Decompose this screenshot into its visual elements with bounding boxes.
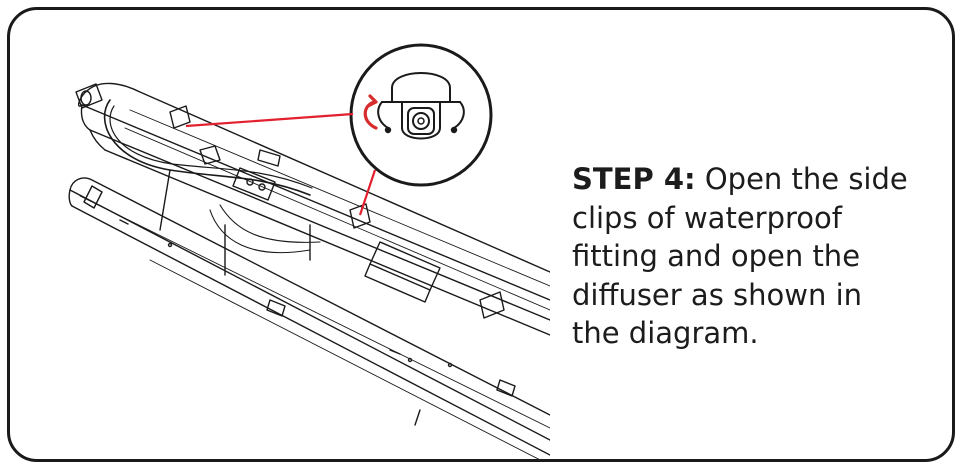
instruction-line-4: diffuser as shown in bbox=[572, 277, 862, 312]
diffuser bbox=[68, 177, 550, 459]
fitting-housing bbox=[75, 82, 550, 336]
instruction-line-3: fitting and open the bbox=[572, 239, 861, 274]
instruction-card: STEP 4: Open the side clips of waterproof… bbox=[7, 7, 955, 462]
callout-lines bbox=[185, 112, 377, 216]
step-instruction: STEP 4: Open the side clips of waterproof… bbox=[572, 160, 942, 353]
instruction-line-1: Open the side bbox=[704, 162, 908, 196]
clip-detail-magnifier bbox=[349, 43, 493, 187]
fitting-diagram bbox=[68, 43, 550, 459]
step-label: STEP 4: bbox=[572, 162, 696, 196]
instruction-line-2: clips of waterproof bbox=[572, 200, 842, 235]
instruction-line-5: the diagram. bbox=[572, 316, 759, 351]
